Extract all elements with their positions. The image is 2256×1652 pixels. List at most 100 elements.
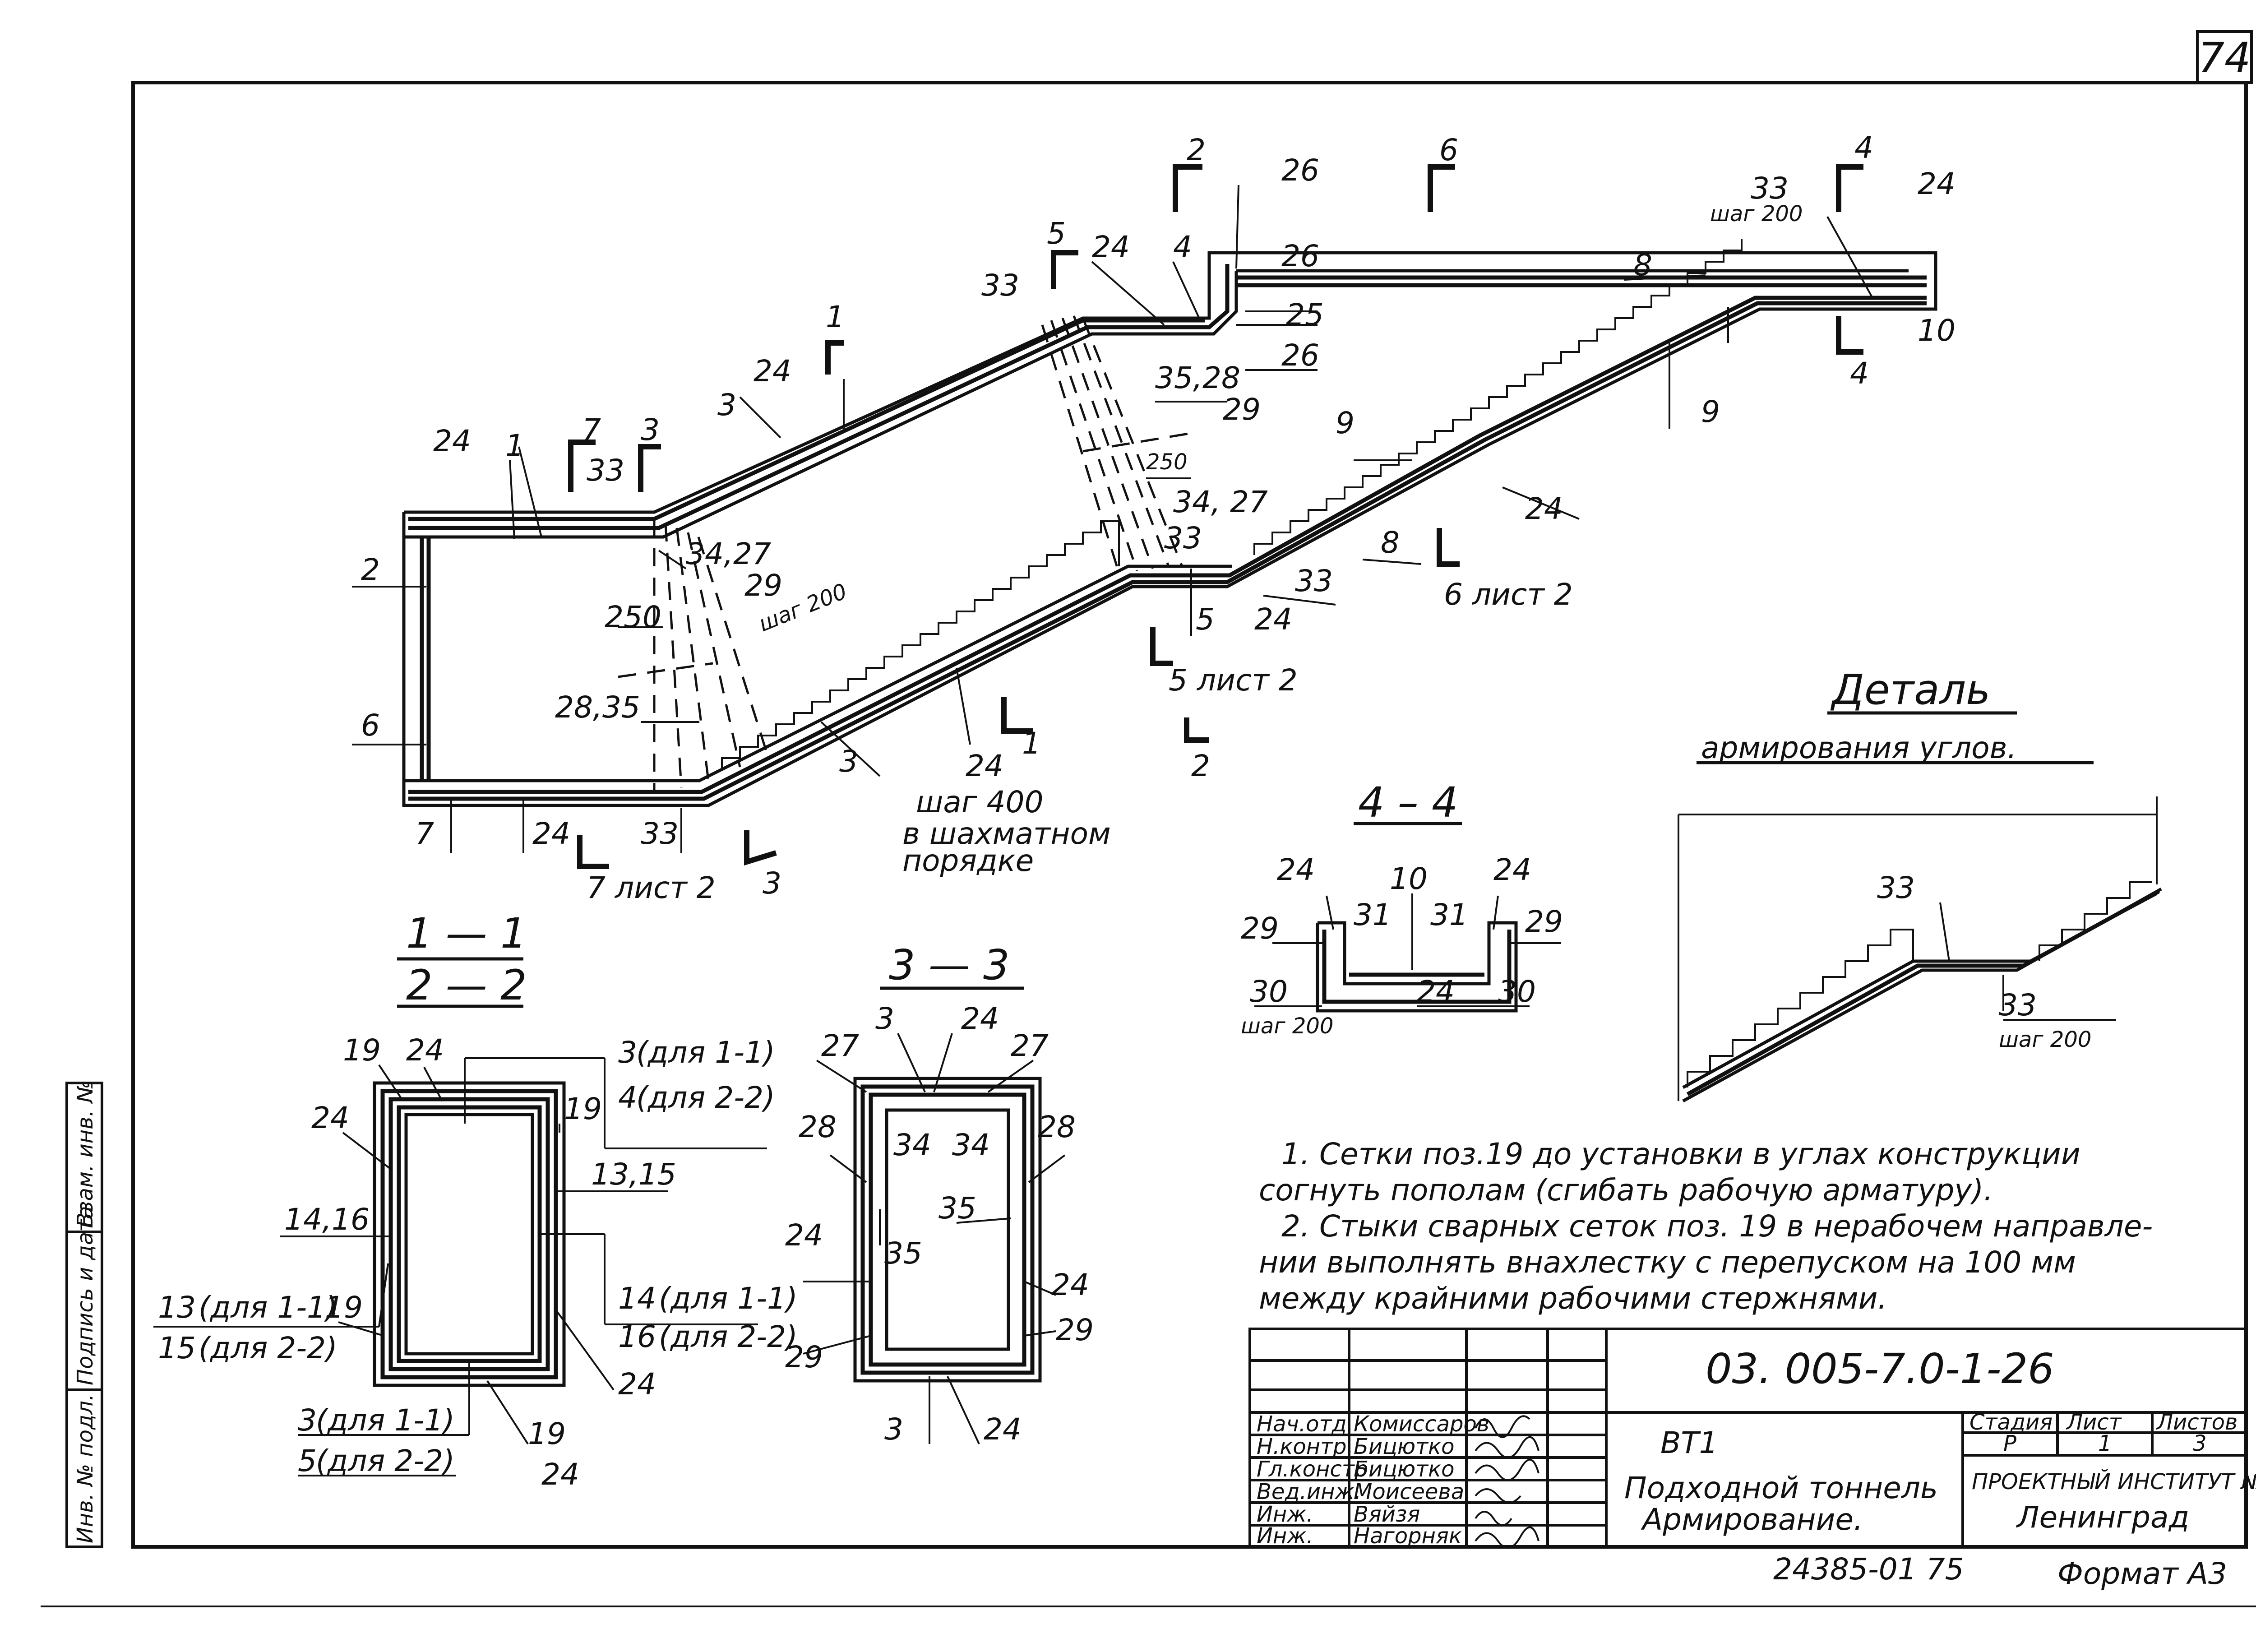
pos-label: 27 [1011,1028,1049,1063]
signature [1475,1511,1512,1526]
ref-6-sheet2: 6 лист 2 [1444,577,1573,612]
pos-label: 24 [406,1033,444,1068]
sheet-number-box [2196,30,2253,84]
pos-label: 24 [785,1218,823,1253]
pos-label: 29 [1241,911,1279,946]
pos-label: 7 [415,816,434,851]
drawing-name-1: Подходной тоннель [1624,1471,1938,1505]
for-1-1-label: (для 1-1) [659,1281,798,1316]
archive-number: 24385-01 75 [1773,1552,1964,1587]
pos-label: 3 [618,1035,637,1070]
object-code: ВТ1 [1660,1425,1718,1460]
ref-7-sheet2: 7 лист 2 [587,870,716,905]
pos-label: 29 [1056,1313,1094,1347]
pos-label: 6 [361,708,380,743]
detail-subtitle: армирования углов. [1701,731,2017,765]
section-1-1-title: 1 — 1 [406,909,527,958]
pos-label: 24 [541,1457,579,1492]
pos-label: 34 [952,1128,990,1162]
pos-label: 35 [938,1191,976,1226]
signature [1475,1526,1539,1549]
pos-label: 27 [821,1028,859,1063]
pos-label: 19 [528,1416,566,1451]
step-200-label: шаг 200 [1710,201,1803,227]
staff-name: Вяйзя [1354,1502,1420,1527]
pos-label: 29 [1223,392,1261,427]
stamp-replaces-inv: Взам. инв. № [73,1080,98,1227]
pos-label: 10 [1918,313,1956,348]
cut-label: 4 [1850,356,1869,391]
signature [1475,1459,1539,1481]
cut-label: 4 [1854,130,1873,165]
pos-label: 3 [298,1403,317,1438]
sheet-number: 74 [2198,34,2251,82]
staff-name: Комиссаров [1354,1411,1489,1437]
side-stamp: Инв. № подл. Подпись и дата Взам. инв. № [65,1080,103,1548]
pos-label: 13,15 [591,1157,676,1192]
pos-label: 33 [641,816,679,851]
note-line: между крайними рабочими стержнями. [1259,1281,1887,1316]
checker-label-2: порядке [902,843,1034,878]
staff-role: Нач.отд. [1257,1411,1354,1437]
section-4-4-title: 4 – 4 [1358,778,1458,827]
pos-label: 24 [1417,974,1455,1009]
signature [1475,1415,1530,1438]
pos-label: 24 [1525,491,1563,526]
pos-label: 33 [1751,171,1789,206]
pos-label: 26 [1281,239,1319,273]
pos-label: 24 [1493,852,1531,887]
staff-role: Н.контр. [1257,1434,1354,1459]
pos-label: 9 [1701,394,1720,429]
pos-label: 24 [1277,852,1315,887]
for-2-2-label: (для 2-2) [659,1319,798,1354]
pos-label: 30 [1250,974,1288,1009]
checker-label-1: в шахматном [902,816,1111,851]
cut-label: 3 [641,412,660,447]
pos-label: 4 [618,1080,637,1115]
section-4-4: 4 – 4 24 24 10 31 31 29 29 30 24 30 шаг … [1241,778,1563,1039]
pos-label: 29 [785,1340,823,1374]
pos-label: 34,27 [686,537,771,571]
pos-label: 3 [875,1001,894,1036]
staff-role: Инж. [1257,1523,1313,1549]
for-2-2-label: (для 2-2) [199,1331,337,1365]
pos-label: 34 [893,1128,931,1162]
corner-detail: Деталь армирования углов. 33 33 шаг 200 [1678,666,2162,1103]
pos-label: 9 [1336,406,1355,440]
pos-label: 26 [1281,153,1319,188]
dim-250: 250 [605,600,661,634]
stage-value: Р [2003,1431,2016,1456]
title-block: Нач.отд. Комиссаров Н.контр. Бицютко Гл.… [1248,1328,2256,1591]
pos-label: 33 [1164,521,1202,555]
pos-label: 24 [961,1001,999,1036]
pos-label: 28,35 [555,690,640,725]
signature [1475,1488,1521,1504]
pos-label: 28 [1038,1110,1076,1144]
ref-5-sheet2: 5 лист 2 [1169,663,1298,698]
pos-label: 25 [1286,297,1324,332]
staff-role: Вед.инж. [1257,1479,1361,1504]
pos-label: 8 [1633,248,1652,282]
pos-label: 24 [311,1101,349,1135]
drawing-code: 03. 005-7.0-1-26 [1706,1345,2054,1393]
staff-role: Инж. [1257,1502,1313,1527]
cut-label: 5 [1047,216,1066,251]
pos-label: 33 [981,268,1019,303]
for-2-2-label: (для 2-2) [316,1444,455,1478]
section-cut-marks [568,164,1863,869]
cut-label: 2 [1191,749,1210,783]
pos-label: 33 [587,453,624,488]
organization: ПРОЕКТНЫЙ ИНСТИТУТ №1 [1972,1469,2256,1495]
tunnel-longitudinal-section [402,239,1937,807]
stamp-signature-date: Подпись и дата [73,1206,98,1385]
sheets-label: Листов [2156,1410,2238,1435]
sheets-value: 3 [2193,1431,2207,1456]
staff-role: Гл.констр. [1257,1457,1375,1482]
section-3-3: 3 — 3 3 24 27 27 28 28 34 34 35 35 24 24… [785,941,1094,1447]
cut-label: 6 [1439,133,1458,167]
position-leaders [352,185,1873,853]
sheet-value: 1 [2098,1431,2112,1456]
step-200-label: шаг 200 [1999,1027,2091,1052]
pos-label: 35 [884,1236,922,1271]
note-line: нии выполнять внахлестку с перепуском на… [1259,1245,2076,1280]
